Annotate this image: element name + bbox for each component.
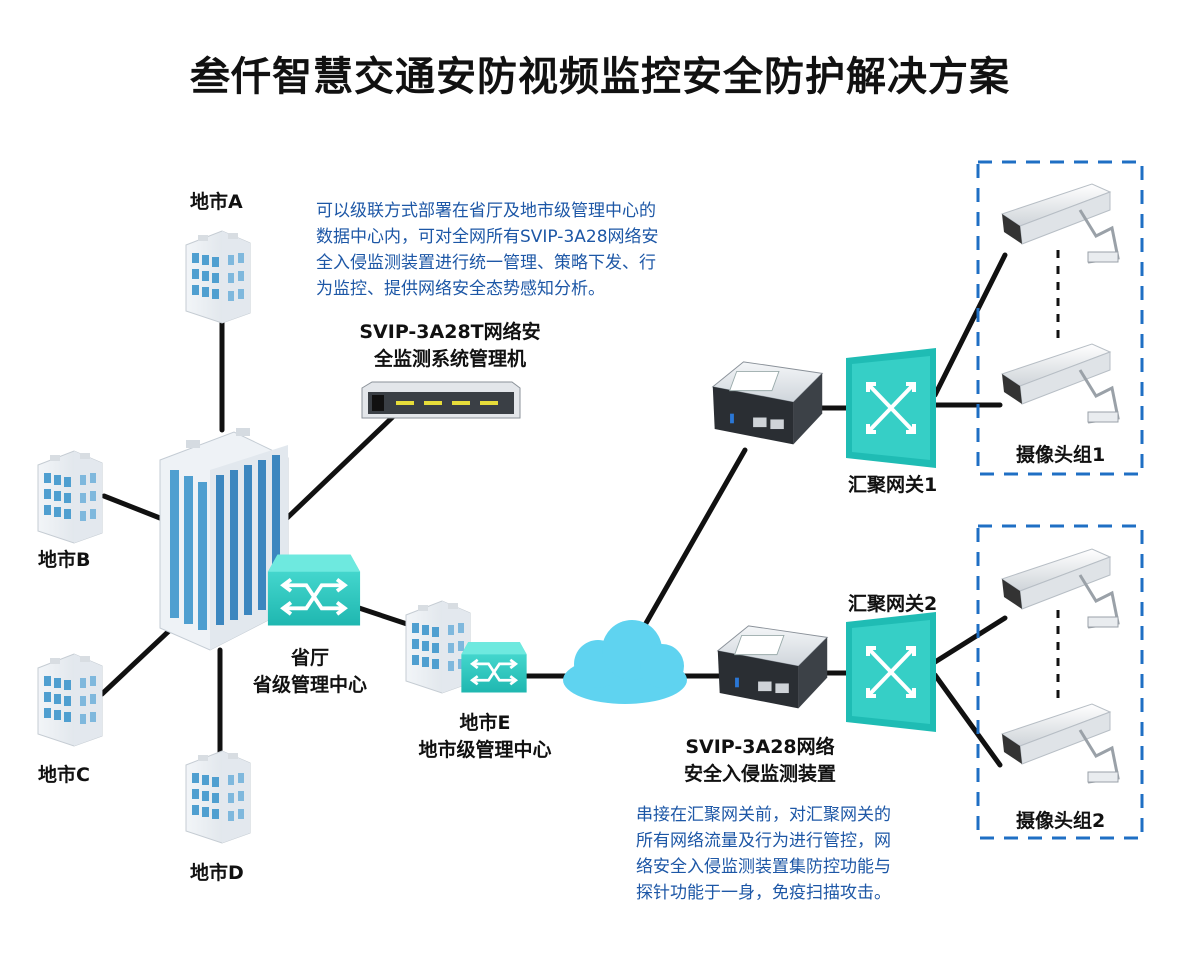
ids-device-label: SVIP-3A28网络 安全入侵监测装置 bbox=[660, 732, 860, 786]
city-b-label: 地市B bbox=[38, 549, 91, 571]
camera-group-box bbox=[976, 160, 1144, 840]
note-line: 所有网络流量及行为进行管控，网 bbox=[636, 831, 891, 851]
city-a-label: 地市A bbox=[190, 191, 243, 213]
management-server-label-line1: SVIP-3A28T网络安 bbox=[359, 321, 541, 343]
gateway-2-label: 汇聚网关2 bbox=[848, 593, 938, 615]
ids-device-1-icon bbox=[712, 361, 823, 445]
camera-group-2-label: 摄像头组2 bbox=[1016, 810, 1106, 832]
province-label-line1: 省厅 bbox=[290, 647, 329, 669]
city-e-label-line1: 地市E bbox=[459, 712, 511, 734]
province-label: 省厅 省级管理中心 bbox=[230, 643, 390, 697]
ids-device-label-line2: 安全入侵监测装置 bbox=[683, 763, 836, 785]
management-server-label-line2: 全监测系统管理机 bbox=[373, 348, 526, 370]
gateway-1-label: 汇聚网关1 bbox=[848, 474, 938, 496]
city-d-building bbox=[185, 750, 251, 844]
city-b-building bbox=[37, 450, 103, 544]
note-line: 全入侵监测装置进行统一管理、策略下发、行 bbox=[316, 253, 656, 273]
page-title: 叁仟智慧交通安防视频监控安全防护解决方案 bbox=[190, 54, 1010, 100]
internet-cloud-icon bbox=[563, 620, 687, 704]
city-a-building bbox=[185, 230, 251, 324]
camera-icon bbox=[1000, 342, 1120, 424]
device-description-note: 串接在汇聚网关前，对汇聚网关的 所有网络流量及行为进行管控，网 络安全入侵监测装… bbox=[636, 802, 956, 906]
province-switch-icon bbox=[266, 552, 362, 628]
management-server-label: SVIP-3A28T网络安 全监测系统管理机 bbox=[340, 317, 560, 371]
note-line: 串接在汇聚网关前，对汇聚网关的 bbox=[636, 805, 891, 825]
city-e-switch-icon bbox=[460, 640, 528, 694]
management-server-icon bbox=[361, 381, 521, 419]
gateway-1-icon bbox=[846, 348, 936, 468]
camera-icon bbox=[1000, 702, 1120, 784]
ids-device-2-icon bbox=[717, 625, 828, 709]
note-line: 络安全入侵监测装置集防控功能与 bbox=[636, 857, 891, 877]
camera-group-1-label: 摄像头组1 bbox=[1016, 444, 1106, 466]
province-label-line2: 省级管理中心 bbox=[252, 674, 367, 696]
ids-device-label-line1: SVIP-3A28网络 bbox=[685, 736, 835, 758]
city-e-label-line2: 地市级管理中心 bbox=[418, 739, 552, 761]
city-e-building bbox=[405, 600, 471, 694]
management-description-note: 可以级联方式部署在省厅及地市级管理中心的 数据中心内，可对全网所有SVIP-3A… bbox=[316, 198, 736, 302]
note-line: 探针功能于一身，免疫扫描攻击。 bbox=[636, 883, 891, 903]
city-c-label: 地市C bbox=[38, 764, 90, 786]
note-line: 可以级联方式部署在省厅及地市级管理中心的 bbox=[316, 201, 656, 221]
camera-icon bbox=[1000, 182, 1120, 264]
note-line: 为监控、提供网络安全态势感知分析。 bbox=[316, 279, 605, 299]
camera-icon bbox=[1000, 547, 1120, 629]
city-c-building bbox=[37, 653, 103, 747]
city-d-label: 地市D bbox=[190, 862, 244, 884]
note-line: 数据中心内，可对全网所有SVIP-3A28网络安 bbox=[316, 227, 659, 247]
city-e-label: 地市E 地市级管理中心 bbox=[395, 708, 575, 762]
gateway-2-icon bbox=[846, 612, 936, 732]
